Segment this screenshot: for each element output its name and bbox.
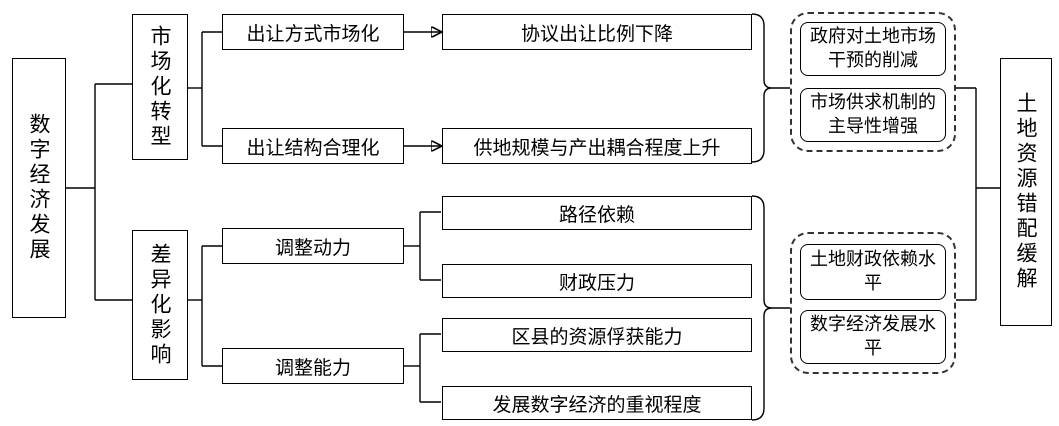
node-diff-impact: 差异化影响 xyxy=(132,230,188,380)
node-digital-economy: 数字经济发展 xyxy=(12,58,66,318)
node-transfer-structure: 出让结构合理化 xyxy=(222,128,404,164)
upper-mechanism-group xyxy=(790,12,956,152)
node-market-dominance: 市场供求机制的主导性增强 xyxy=(800,88,946,142)
node-market-transform: 市场化转型 xyxy=(132,14,188,160)
node-outcome: 土地资源错配缓解 xyxy=(1000,58,1052,326)
node-digital-level: 数字经济发展水平 xyxy=(800,310,946,364)
node-transfer-mode: 出让方式市场化 xyxy=(222,14,404,50)
node-path-dependence: 路径依赖 xyxy=(442,196,752,230)
node-resource-capture: 区县的资源俘获能力 xyxy=(442,318,752,352)
node-land-finance: 土地财政依赖水平 xyxy=(800,244,946,300)
node-fiscal-pressure: 财政压力 xyxy=(442,264,752,298)
upper-brace xyxy=(751,13,773,163)
lower-mechanism-group xyxy=(790,232,956,374)
node-supply-coupling: 供地规模与产出耦合程度上升 xyxy=(442,128,752,164)
node-agreement-ratio: 协议出让比例下降 xyxy=(442,14,752,50)
node-adjust-motive: 调整动力 xyxy=(222,228,404,264)
node-digital-emphasis: 发展数字经济的重视程度 xyxy=(442,386,752,420)
lower-brace xyxy=(751,195,773,421)
node-gov-intervention: 政府对土地市场干预的削减 xyxy=(800,22,946,76)
node-adjust-ability: 调整能力 xyxy=(222,348,404,384)
